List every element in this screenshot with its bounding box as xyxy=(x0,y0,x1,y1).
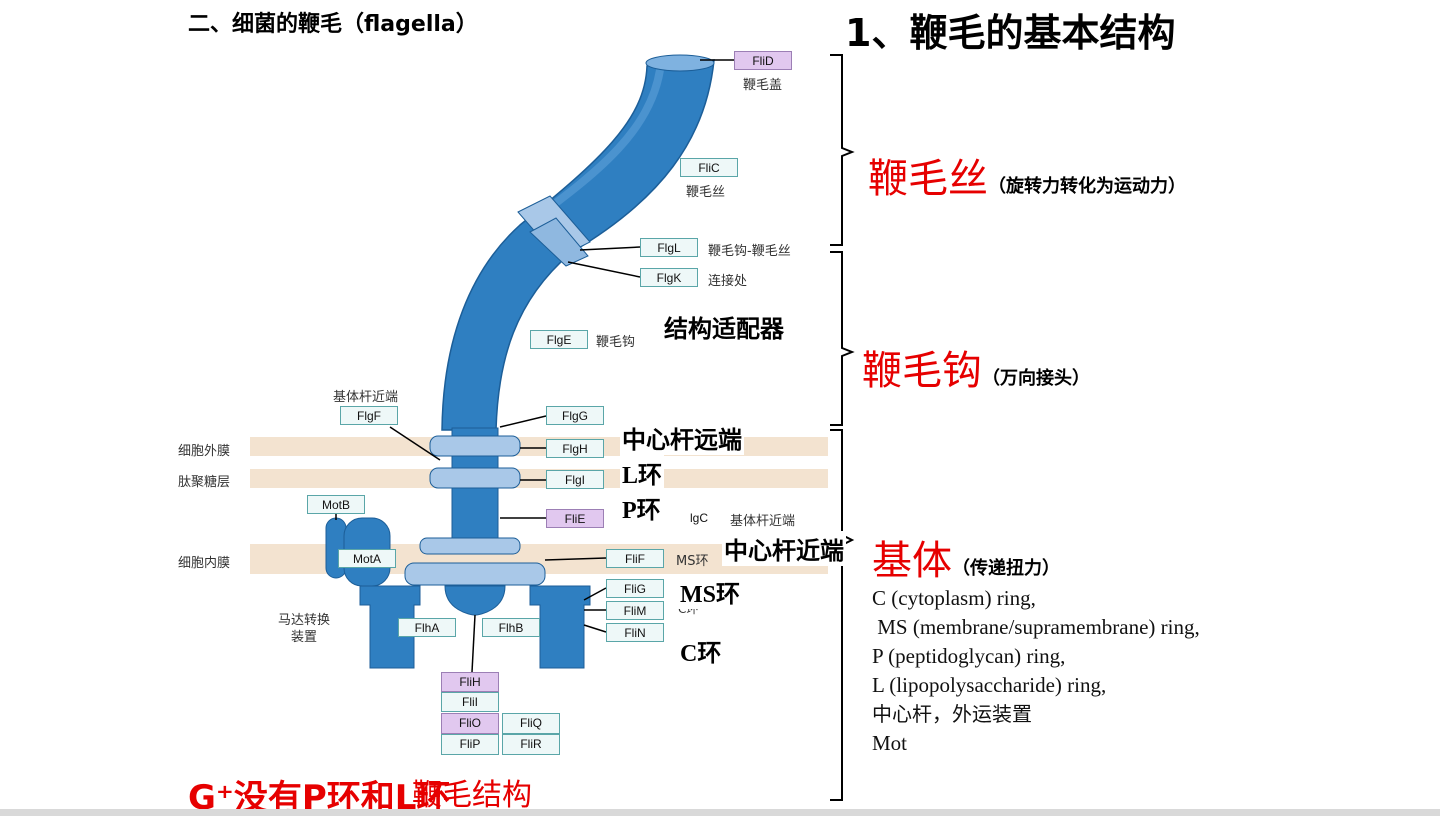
motb-stator xyxy=(325,517,347,579)
flgl-box: FlgL xyxy=(640,238,698,257)
junction-label: 连接处 xyxy=(708,274,748,289)
flha-box: FlhA xyxy=(398,618,456,637)
flhb-box: FlhB xyxy=(482,618,540,637)
hook-heading-note: （万向接头） xyxy=(982,368,1090,389)
flic-box: FliC xyxy=(680,158,738,177)
ring-list: C (cytoplasm) ring, MS (membrane/suprame… xyxy=(872,584,1200,758)
brace-filament xyxy=(830,54,855,246)
motb-box: MotB xyxy=(307,495,365,514)
p-ring-label: P环 xyxy=(620,490,663,525)
peptidoglycan-label: 肽聚糖层 xyxy=(178,475,231,490)
proximal-rod-label: 基体杆近端 xyxy=(333,390,399,405)
basal-body-heading: 基体（传递扭力） xyxy=(872,528,1060,586)
flip-box: FliP xyxy=(441,734,499,755)
fliq-box: FliQ xyxy=(502,713,560,734)
flif-box: FliF xyxy=(606,549,664,568)
flge-box: FlgE xyxy=(530,330,588,349)
ring-list-item: 中心杆，外运装置 xyxy=(872,702,1032,726)
flgc-box: lgC xyxy=(689,511,708,525)
adapter-label: 结构适配器 xyxy=(662,309,786,344)
ms-ring-small-label: MS环 xyxy=(676,554,709,569)
outer-membrane-label: 细胞外膜 xyxy=(178,444,231,459)
filament-label: 鞭毛丝 xyxy=(686,185,726,200)
flim-box: FliM xyxy=(606,601,664,620)
c-ring-label: C环 xyxy=(678,633,724,668)
ms-ring-top xyxy=(419,537,521,555)
flii-box: FliI xyxy=(441,692,499,712)
ring-list-item: C (cytoplasm) ring, xyxy=(872,586,1036,610)
flgi-box: FlgI xyxy=(546,470,604,489)
c-ring-right xyxy=(529,585,591,669)
flgk-box: FlgK xyxy=(640,268,698,287)
distal-rod-label: 中心杆远端 xyxy=(620,420,744,455)
bottom-bar xyxy=(0,809,1440,816)
p-ring xyxy=(429,467,521,489)
ring-list-item: Mot xyxy=(872,731,908,755)
basal-body-heading-name: 基体 xyxy=(872,538,952,584)
flir-box: FliR xyxy=(502,734,560,755)
ring-list-item: P (peptidoglycan) ring, xyxy=(872,644,1066,668)
ring-list-item: L (lipopolysaccharide) ring, xyxy=(872,673,1107,697)
section-title: 二、细菌的鞭毛（flagella） xyxy=(188,12,478,37)
basal-body-heading-note: （传递扭力） xyxy=(952,558,1060,579)
cap-label: 鞭毛盖 xyxy=(743,78,783,93)
flgg-box: FlgG xyxy=(546,406,604,425)
proximal-rod-right-label: 基体杆近端 xyxy=(730,514,796,529)
l-ring xyxy=(429,435,521,457)
ms-ring-label: MS环 xyxy=(678,574,742,609)
flih-box: FliH xyxy=(441,672,499,692)
brace-basal xyxy=(830,429,855,801)
mota-box: MotA xyxy=(338,549,396,568)
motor-label: 马达转换 装置 xyxy=(278,613,331,645)
flig-box: FliG xyxy=(606,579,664,598)
flagellum-cap xyxy=(645,54,715,72)
export-apparatus xyxy=(444,585,506,616)
junction-ring-2 xyxy=(529,217,589,267)
flie-box: FliE xyxy=(546,509,604,528)
footer-overlap-text: 鞭毛结构 xyxy=(412,778,532,813)
hook-heading-name: 鞭毛钩 xyxy=(862,348,982,394)
c-ring-left xyxy=(359,585,421,669)
hook-heading: 鞭毛钩（万向接头） xyxy=(862,338,1090,396)
proximal-rod-overlay-label: 中心杆近端 xyxy=(722,531,846,566)
l-ring-label: L环 xyxy=(620,455,665,490)
hook-label: 鞭毛钩 xyxy=(596,335,636,350)
flgh-box: FlgH xyxy=(546,439,604,458)
filament-heading-note: （旋转力转化为运动力） xyxy=(988,176,1186,197)
flid-box: FliD xyxy=(734,51,792,70)
main-title: 1、鞭毛的基本结构 xyxy=(845,11,1176,55)
flgf-box: FlgF xyxy=(340,406,398,425)
brace-hook xyxy=(830,251,855,426)
inner-membrane-label: 细胞内膜 xyxy=(178,556,231,571)
flio-box: FliO xyxy=(441,713,499,734)
ring-list-item: MS (membrane/supramembrane) ring, xyxy=(872,615,1200,639)
ms-ring-bottom xyxy=(404,562,546,586)
flin-box: FliN xyxy=(606,623,664,642)
peptidoglycan-band xyxy=(250,469,828,488)
filament-heading: 鞭毛丝（旋转力转化为运动力） xyxy=(868,146,1186,204)
filament-heading-name: 鞭毛丝 xyxy=(868,156,988,202)
hook-filament-label: 鞭毛钩-鞭毛丝 xyxy=(708,244,791,259)
